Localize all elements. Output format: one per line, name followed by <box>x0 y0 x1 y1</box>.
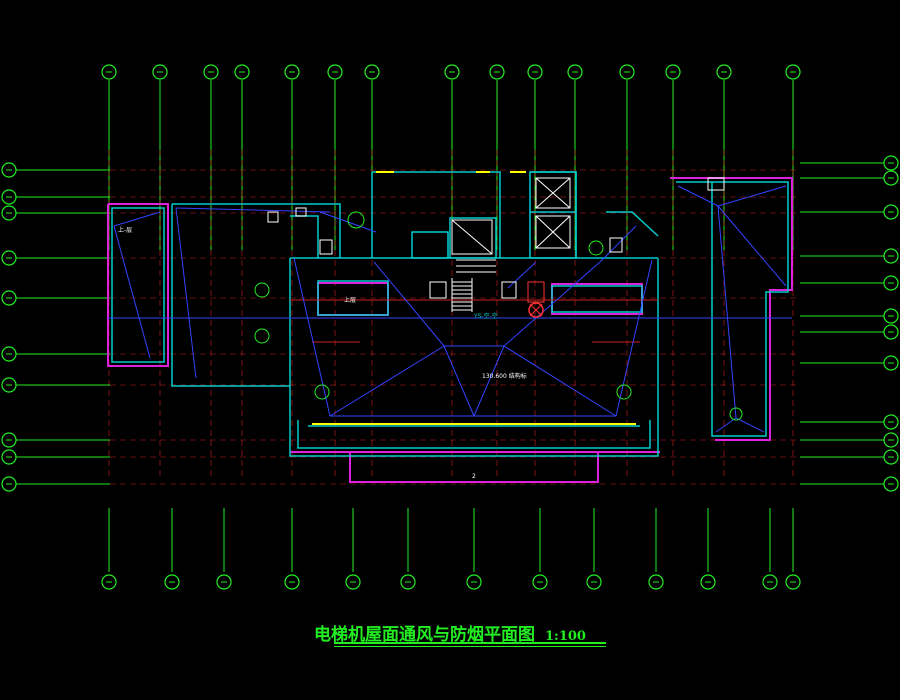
grid-bubble-icon <box>883 355 899 371</box>
grid-bubble-icon <box>883 248 899 264</box>
grid-bubble-icon <box>883 449 899 465</box>
grid-bubble-icon <box>785 574 801 590</box>
elevation-label: 130.600 结构标 <box>482 372 527 380</box>
title-underline <box>334 642 606 644</box>
grid-bubble-icon <box>216 574 232 590</box>
grid-bubble-icon <box>1 189 17 205</box>
grid-bubble-icon <box>327 64 343 80</box>
drawing-title-main: 电梯机屋面通风与防烟平面图 <box>314 625 535 645</box>
grid-bubble-icon <box>444 64 460 80</box>
grid-bubble-icon <box>883 155 899 171</box>
grid-bubble-icon <box>345 574 361 590</box>
axis-bubbles <box>1 64 899 590</box>
grid-bubble-icon <box>466 574 482 590</box>
grid-bubble-icon <box>883 432 899 448</box>
grid-bubble-icon <box>284 64 300 80</box>
grid-bubble-icon <box>1 377 17 393</box>
bottom-tag: 2 <box>472 473 476 480</box>
axis-grid <box>16 80 884 572</box>
duct-lines <box>108 185 792 433</box>
grid-bubble-icon <box>364 64 380 80</box>
grid-bubble-icon <box>101 574 117 590</box>
grid-bubble-icon <box>883 414 899 430</box>
grid-bubble-icon <box>203 64 219 80</box>
elevator-shaft-icon <box>451 177 571 255</box>
grid-bubble-icon <box>152 64 168 80</box>
fan-icon <box>254 177 743 421</box>
grid-bubble-icon <box>1 250 17 266</box>
grid-bubble-icon <box>567 64 583 80</box>
yellow-beam <box>312 171 636 425</box>
grid-bubble-icon <box>700 574 716 590</box>
grid-bubble-icon <box>716 64 732 80</box>
grid-bubble-icon <box>1 432 17 448</box>
grid-bubble-icon <box>883 476 899 492</box>
grid-bubble-icon <box>527 64 543 80</box>
duct-tag: YS-空-空 <box>473 312 498 320</box>
room-tag: 上层 <box>344 296 356 304</box>
left-tag: 上-层 <box>118 226 132 234</box>
grid-bubble-icon <box>1 290 17 306</box>
grid-bubble-icon <box>785 64 801 80</box>
grid-bubble-icon <box>101 64 117 80</box>
drawing-scale: 1:100 <box>545 629 586 644</box>
grid-bubble-icon <box>883 308 899 324</box>
plan-labels: 130.600 结构标 YS-空-空 上-层 上层 2 <box>118 226 527 480</box>
red-hatch <box>290 299 658 343</box>
grid-bubble-icon <box>234 64 250 80</box>
grid-bubble-icon <box>1 346 17 362</box>
grid-bubble-icon <box>883 204 899 220</box>
grid-bubble-icon <box>1 162 17 178</box>
wall-lines <box>111 171 789 457</box>
grid-bubble-icon <box>1 476 17 492</box>
drawing-title: 电梯机屋面通风与防烟平面图 1:100 <box>0 620 900 645</box>
grid-bubble-icon <box>1 205 17 221</box>
grid-bubble-icon <box>164 574 180 590</box>
stair-symbol <box>451 259 496 312</box>
grid-bubble-icon <box>1 449 17 465</box>
grid-bubble-icon <box>883 324 899 340</box>
grid-bubble-icon <box>489 64 505 80</box>
grid-bubble-icon <box>619 64 635 80</box>
grid-bubble-icon <box>648 574 664 590</box>
grid-bubble-icon <box>532 574 548 590</box>
grid-bubble-icon <box>762 574 778 590</box>
grid-bubble-icon <box>883 170 899 186</box>
grid-bubble-icon <box>883 275 899 291</box>
grid-bubble-icon <box>284 574 300 590</box>
grid-bubble-icon <box>586 574 602 590</box>
grid-bubble-icon <box>400 574 416 590</box>
grid-bubble-icon <box>665 64 681 80</box>
title-underline-thin <box>334 646 606 647</box>
